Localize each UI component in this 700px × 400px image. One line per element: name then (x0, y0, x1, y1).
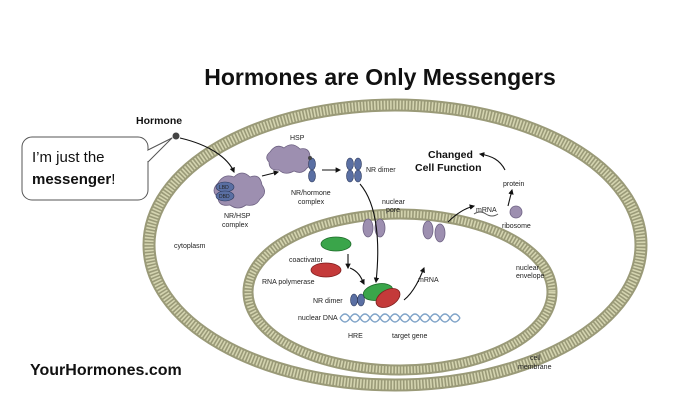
nr-dimer-bottom-label: NR dimer (313, 298, 343, 305)
nuclear-pore-right (422, 220, 446, 243)
hormone-label: Hormone (136, 115, 182, 127)
ribosome-label: ribosome (502, 223, 531, 230)
cell-membrane-label-2: membrane (518, 364, 552, 371)
hormone-molecule (172, 132, 180, 140)
lbd-label: LBD (219, 185, 229, 191)
target-gene-label: target gene (392, 333, 428, 340)
protein-label: protein (503, 181, 525, 188)
mrna-top-label: mRNA (476, 207, 497, 214)
mrna-bottom-label: mRNA (418, 277, 439, 284)
nr-dimer-top-label: NR dimer (366, 167, 396, 174)
mrna-strand-top (473, 211, 499, 217)
nr-dimer-top (346, 157, 362, 183)
nuclear-pore-left (362, 218, 386, 238)
website-label: YourHormones.com (30, 362, 182, 379)
nr-hsp-label-2: complex (222, 222, 249, 229)
bubble-line-1: I’m just the (32, 149, 105, 166)
transcription-complex (350, 283, 401, 308)
cell-membrane-label: cell (530, 355, 541, 362)
nr-hormone-label: NR/hormone (291, 190, 331, 197)
nr-hsp-label: NR/HSP (224, 213, 251, 220)
nuclear-envelope (242, 208, 558, 376)
page-title: Hormones are Only Messengers (204, 64, 556, 90)
speech-bubble (21, 136, 173, 201)
bubble-line-2: messenger! (32, 169, 147, 191)
nuclear-envelope-label-2: envelope (516, 273, 545, 280)
cytoplasm-label: cytoplasm (174, 243, 206, 250)
nr-hormone-receptor (308, 156, 316, 183)
nuclear-dna-label: nuclear DNA (298, 315, 338, 322)
rna-polymerase-protein (310, 262, 342, 278)
cell-function-label: Cell Function (415, 162, 482, 174)
protein-molecule (509, 205, 523, 219)
bubble-line-2-end: ! (111, 171, 116, 188)
speech-bubble-text: I’m just the messenger! (32, 147, 147, 191)
coactivator-label: coactivator (289, 257, 324, 264)
nuclear-pore-label-2: pore (386, 207, 400, 214)
cell-membrane (142, 98, 648, 392)
dbd-label: DBD (219, 194, 230, 200)
pathway-arrows (179, 137, 514, 301)
hre-label: HRE (348, 333, 363, 340)
hsp-cluster (266, 144, 313, 174)
nr-hsp-complex (213, 172, 265, 209)
changed-label: Changed (428, 149, 473, 161)
nr-hormone-label-2: complex (298, 199, 325, 206)
nuclear-pore-label: nuclear (382, 199, 406, 206)
bubble-bold-word: messenger (32, 171, 112, 188)
rna-polymerase-label: RNA polymerase (262, 279, 315, 286)
coactivator-protein (320, 236, 352, 252)
hsp-label: HSP (290, 135, 305, 142)
dna-helix (339, 313, 461, 323)
nuclear-envelope-label: nuclear (516, 265, 540, 272)
